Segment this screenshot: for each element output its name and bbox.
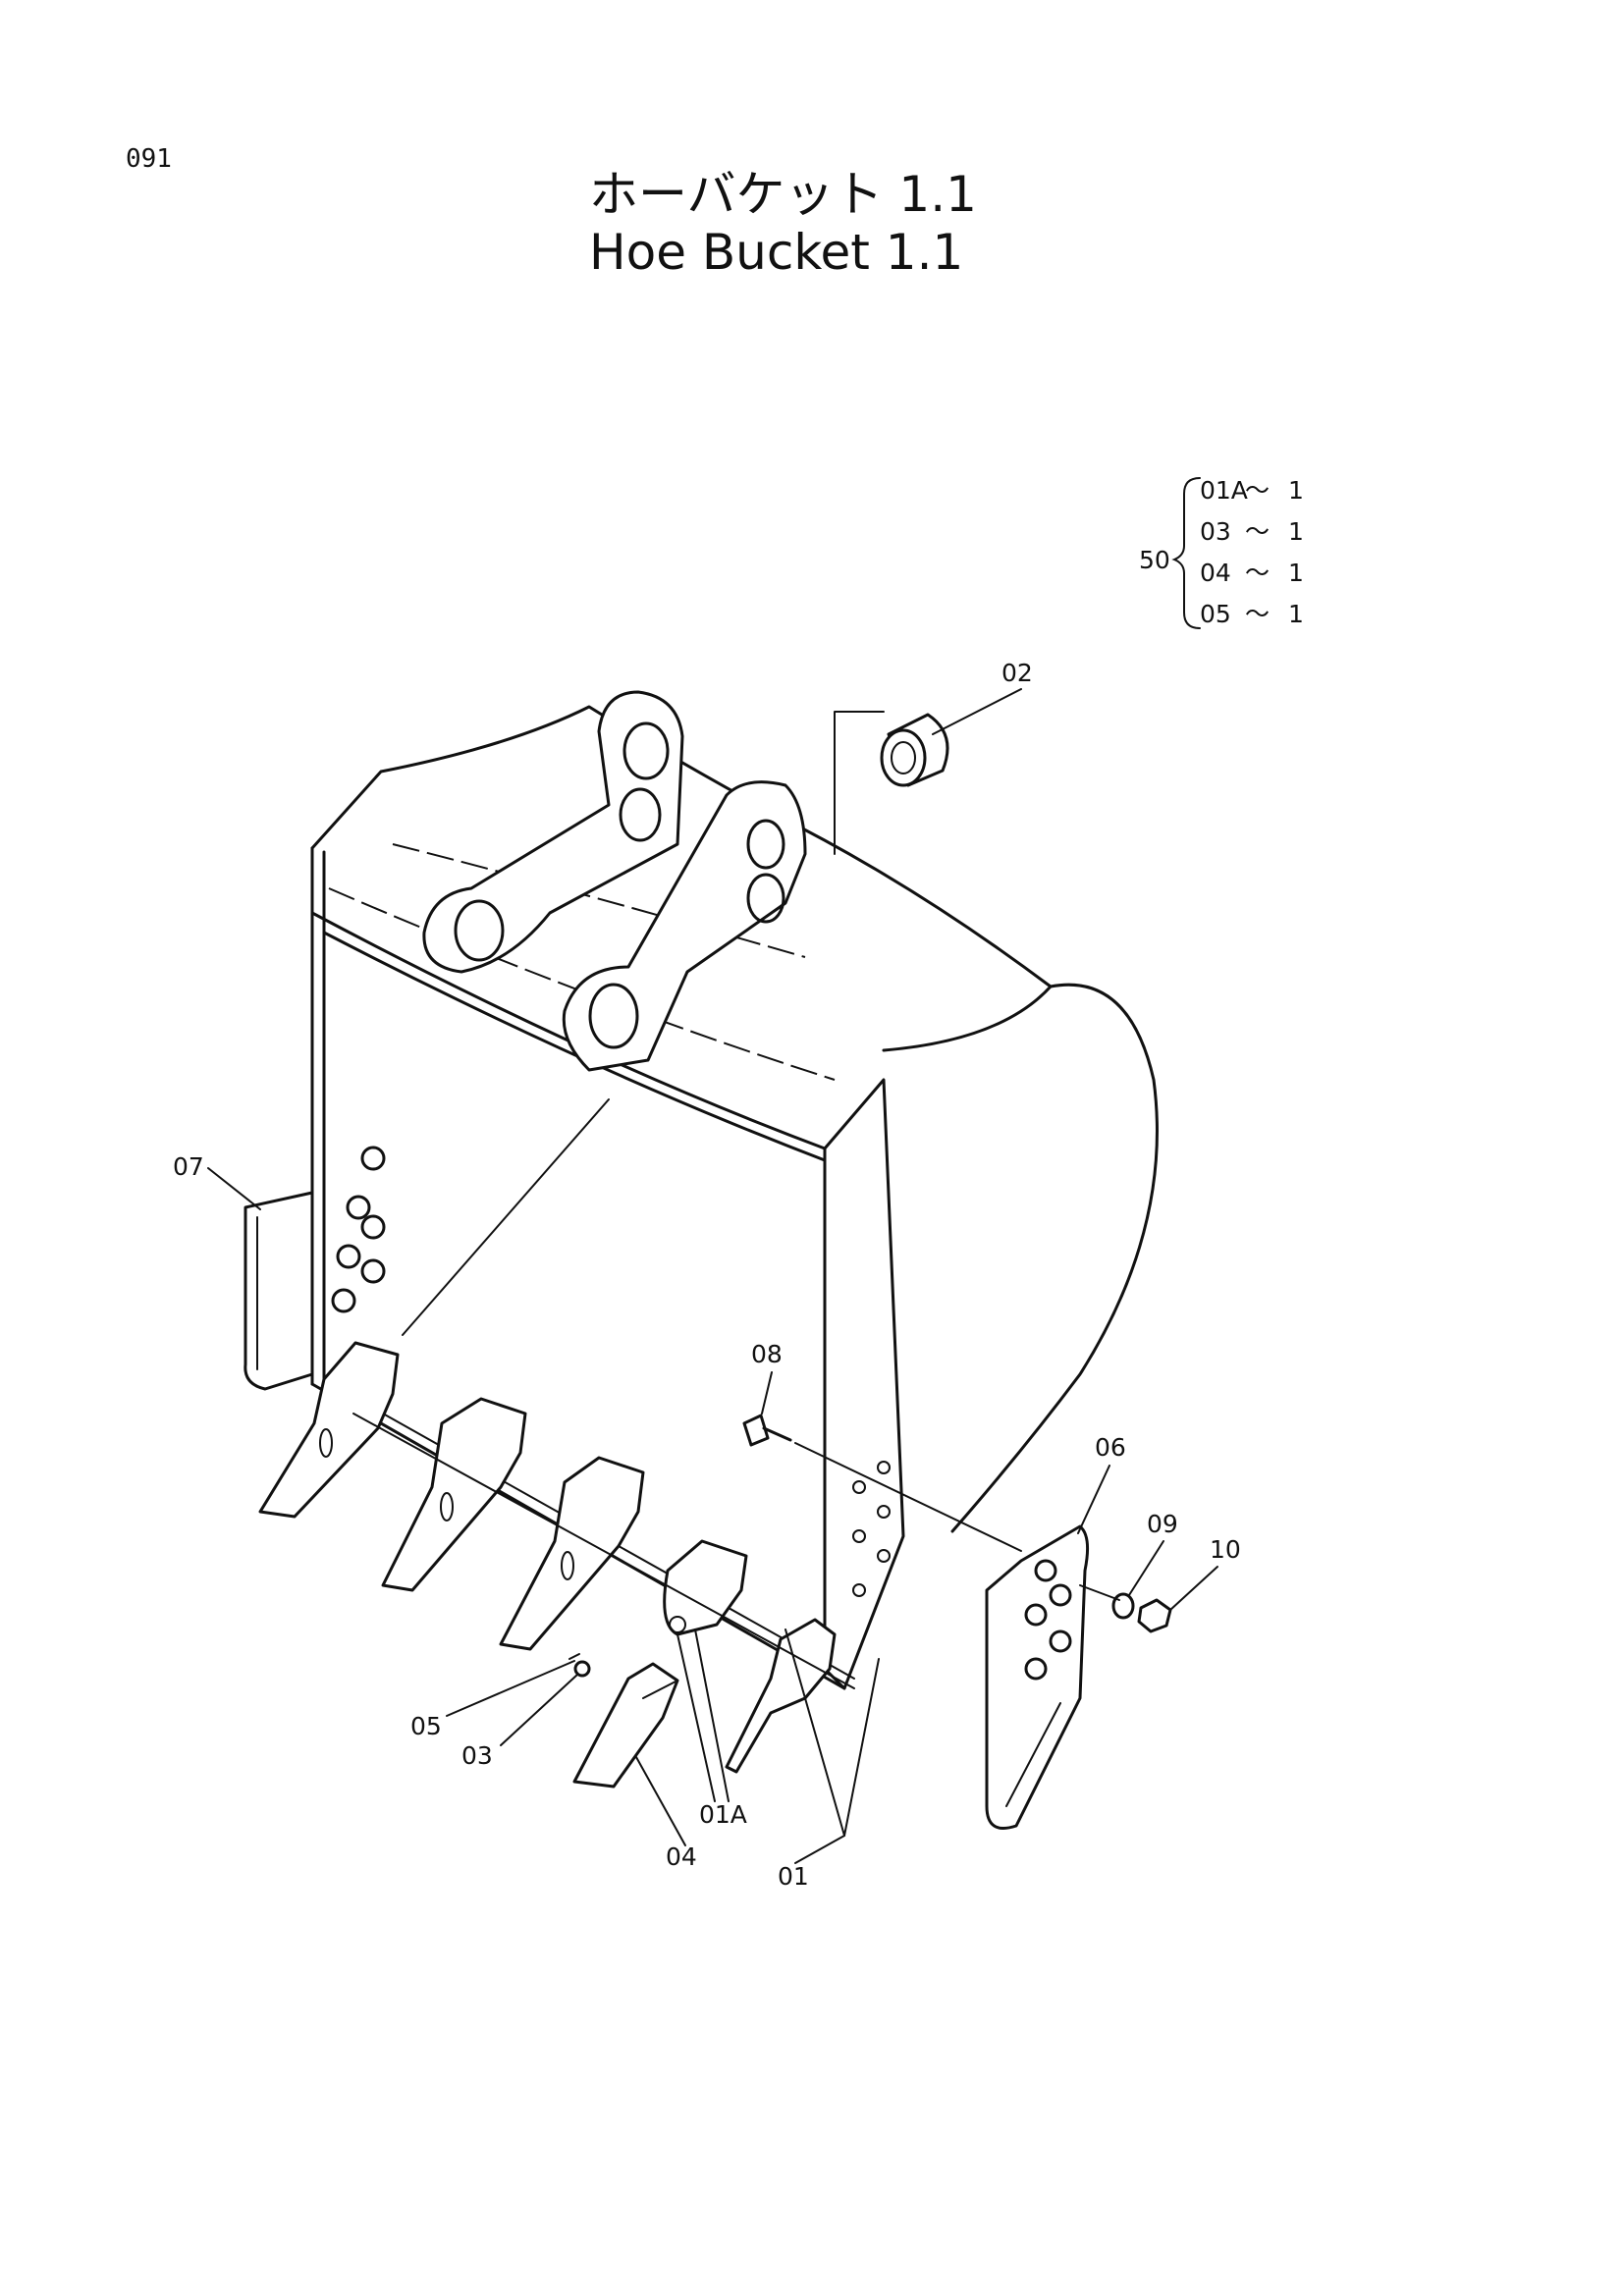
bushing: [880, 713, 949, 787]
bucket-shell: [882, 983, 1159, 1533]
callout-labels: 02 07 08 06 09 10 05 03 04 01A 01: [173, 659, 1241, 1891]
kit-part: 05: [1200, 600, 1231, 628]
tooth-adapter: [663, 1539, 748, 1636]
title-english: Hoe Bucket 1.1: [589, 224, 963, 281]
kit-part: 01A: [1200, 476, 1248, 505]
kit-brace: [1171, 477, 1201, 629]
kit-qty: 1: [1288, 476, 1304, 505]
callout-06: 06: [1095, 1433, 1126, 1462]
callout-04: 04: [666, 1842, 697, 1871]
kit-row: 04 ～ 1: [1200, 559, 1304, 587]
kit-legend: 50 01A ～ 1 03 ～ 1 04 ～ 1 05 ～ 1: [1139, 476, 1304, 629]
washer: [1111, 1592, 1135, 1620]
callout-02: 02: [1001, 659, 1033, 687]
tooth-pin: [573, 1660, 591, 1678]
bucket-right-side: [823, 1078, 905, 1690]
tooth: [725, 1618, 837, 1774]
kit-qty: 1: [1288, 559, 1304, 587]
title-japanese: ホーバケット 1.1: [589, 166, 977, 223]
kit-number: 50: [1139, 546, 1170, 574]
kit-part: 04: [1200, 559, 1231, 587]
hinge-bracket: [562, 780, 807, 1072]
svg-text:～: ～: [1245, 517, 1270, 546]
callout-08: 08: [751, 1340, 783, 1368]
hinge-bracket: [422, 690, 684, 974]
tooth-tip: [572, 1662, 679, 1789]
bucket-teeth: [258, 1341, 855, 1774]
side-cutter: [985, 1524, 1090, 1830]
page-number: 091: [126, 144, 172, 174]
callout-05: 05: [410, 1712, 442, 1740]
kit-qty: 1: [1288, 600, 1304, 628]
callout-09: 09: [1147, 1510, 1178, 1538]
kit-row: 03 ～ 1: [1200, 517, 1304, 546]
bucket-top-edge: [310, 705, 1053, 988]
callout-07: 07: [173, 1152, 204, 1181]
svg-text:～: ～: [1245, 476, 1270, 505]
callout-01a: 01A: [699, 1800, 747, 1829]
pin-lock: [568, 1653, 580, 1660]
callout-01: 01: [778, 1862, 809, 1891]
kit-row: 01A ～ 1: [1200, 476, 1304, 505]
tooth: [381, 1397, 527, 1592]
bolt: [742, 1414, 792, 1447]
svg-text:～: ～: [1245, 559, 1270, 587]
svg-text:～: ～: [1245, 600, 1270, 628]
callout-10: 10: [1210, 1535, 1241, 1564]
kit-qty: 1: [1288, 517, 1304, 546]
kit-row: 05 ～ 1: [1200, 600, 1304, 628]
tooth: [499, 1456, 645, 1651]
side-protector-left: [243, 1191, 314, 1391]
kit-part: 03: [1200, 517, 1231, 546]
nut: [1137, 1598, 1172, 1633]
callout-03: 03: [461, 1741, 493, 1770]
